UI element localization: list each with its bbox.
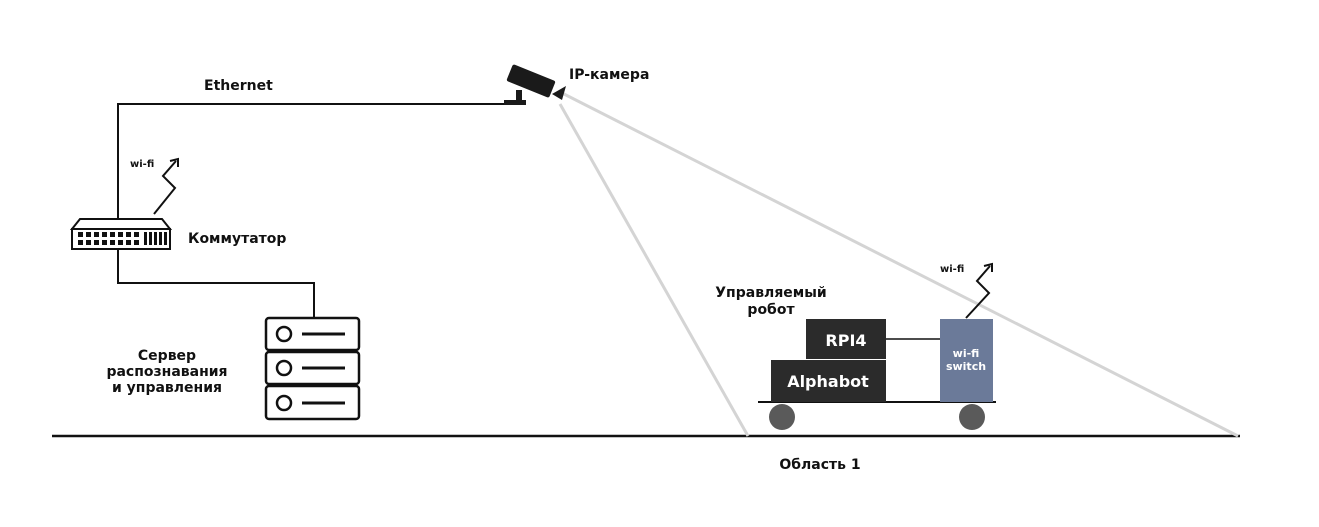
alphabot-block bbox=[771, 360, 886, 402]
wifi-label-switch: wi-fi bbox=[130, 159, 154, 170]
server-label-line1: Сервер bbox=[138, 348, 196, 364]
server-rack-icon bbox=[264, 316, 361, 421]
switch-label: Коммутатор bbox=[188, 231, 286, 247]
robot-label-line2: робот bbox=[747, 302, 795, 318]
ethernet-cable bbox=[117, 103, 512, 218]
wifi-label-robot: wi-fi bbox=[940, 264, 964, 275]
lightning-signal-icon bbox=[153, 160, 177, 215]
lightning-arrow-head-robot bbox=[983, 262, 993, 272]
rpi4-block bbox=[806, 319, 886, 359]
server-label-line2: распознавания bbox=[106, 364, 227, 380]
ethernet-label: Ethernet bbox=[204, 78, 273, 94]
server-label-line3: и управления bbox=[112, 380, 222, 396]
alphabot-label: Alphabot bbox=[787, 372, 869, 391]
rpi4-label: RPI4 bbox=[825, 331, 866, 350]
lightning-signal-icon-robot bbox=[965, 265, 991, 319]
area-label: Область 1 bbox=[779, 457, 860, 473]
lightning-arrow-head bbox=[169, 157, 179, 167]
robot-label-line1: Управляемый bbox=[715, 285, 826, 301]
wifi-switch-label-line1: wi-fi bbox=[953, 347, 980, 360]
network-switch-icon bbox=[69, 218, 173, 250]
camera-field-of-view bbox=[558, 90, 1239, 438]
wifi-switch-label-line2: switch bbox=[946, 360, 986, 373]
wifi-switch-block bbox=[940, 319, 993, 402]
robot-wheel-right bbox=[959, 404, 985, 430]
robot-wheel-left bbox=[769, 404, 795, 430]
server-cable bbox=[117, 249, 315, 318]
camera-icon bbox=[504, 64, 566, 105]
ip-camera-label: IP-камера bbox=[569, 67, 649, 83]
